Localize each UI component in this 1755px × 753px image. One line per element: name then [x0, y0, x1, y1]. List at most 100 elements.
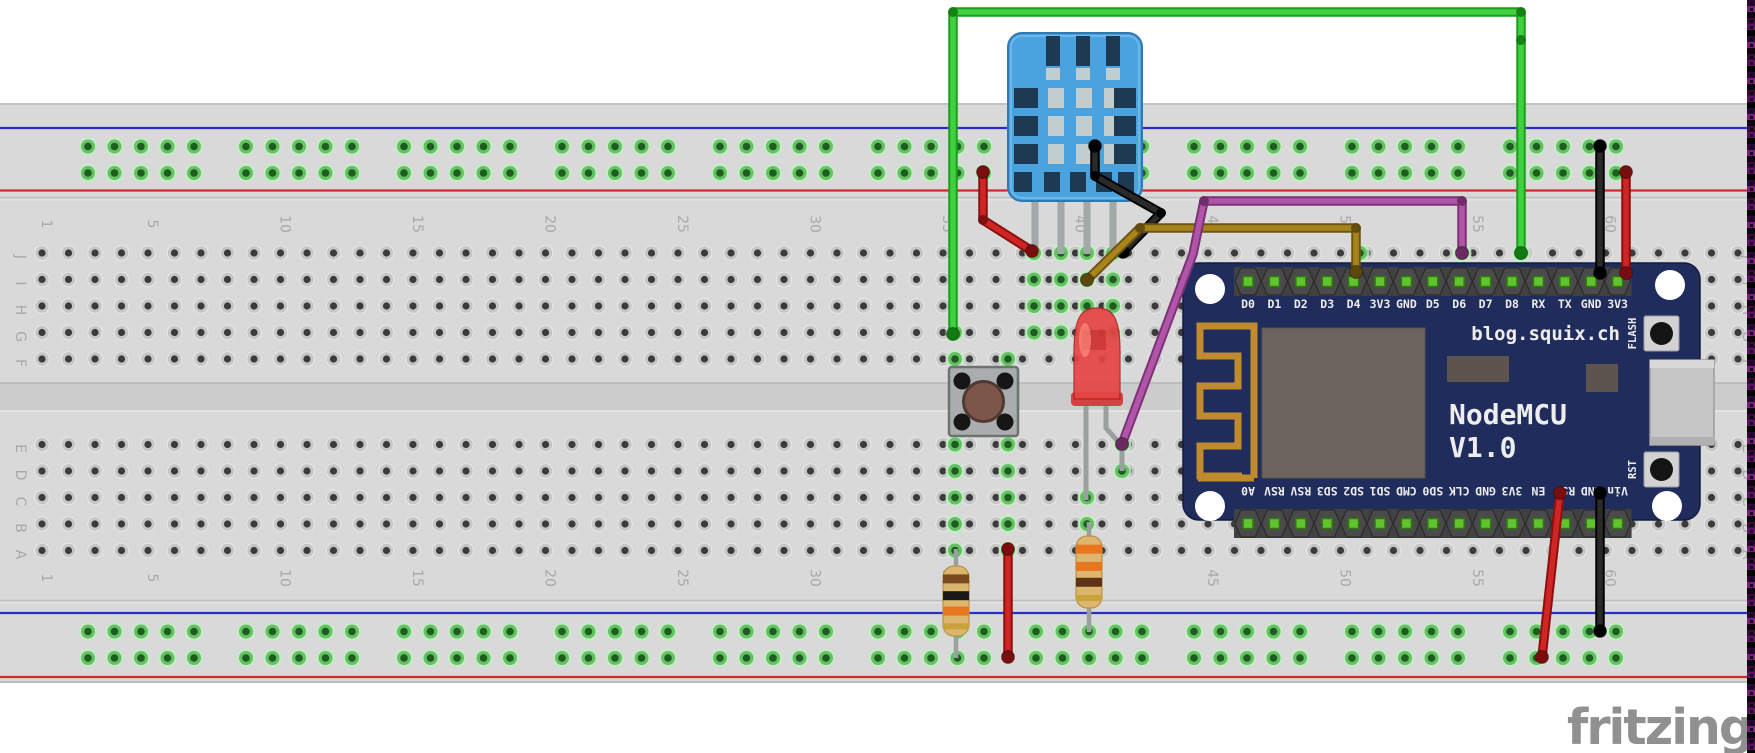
header-pin[interactable]	[1374, 275, 1386, 288]
red-led[interactable]	[1071, 307, 1125, 500]
pin-label: D3	[1320, 297, 1334, 311]
header-pin[interactable]	[1453, 275, 1465, 288]
header-pin[interactable]	[1611, 517, 1624, 530]
header-pin[interactable]	[1400, 517, 1413, 530]
wire-end[interactable]	[1088, 139, 1102, 153]
wire-end[interactable]	[1553, 486, 1567, 500]
usb-connector[interactable]	[1649, 359, 1715, 446]
header-pin[interactable]	[1242, 275, 1254, 288]
wire-black-gnd-top[interactable]	[1593, 139, 1607, 280]
header-pin[interactable]	[1506, 275, 1518, 288]
mount-hole	[1195, 491, 1225, 521]
pushbutton[interactable]	[947, 365, 1020, 438]
pin-label: GND	[1475, 484, 1496, 498]
header-pin[interactable]	[1532, 517, 1545, 530]
resistor-brown-black-orange[interactable]	[942, 549, 970, 658]
breadboard-label: 1	[38, 220, 54, 229]
wire-bendpoint[interactable]	[1516, 35, 1526, 45]
wire-red-button-rail[interactable]	[1001, 542, 1015, 664]
wires[interactable]	[946, 7, 1633, 664]
header-pin[interactable]	[1611, 275, 1624, 288]
header-pin[interactable]	[1427, 517, 1439, 530]
breadboard-label: 20	[542, 569, 558, 587]
header-pin[interactable]	[1295, 275, 1307, 288]
resistor-band	[943, 606, 969, 616]
wire-bendpoint[interactable]	[1199, 196, 1209, 206]
wire-bendpoint[interactable]	[1090, 171, 1100, 181]
components[interactable]	[942, 32, 1143, 658]
wire-end[interactable]	[1535, 650, 1549, 664]
wire-end[interactable]	[1619, 266, 1633, 280]
wire-end[interactable]	[946, 327, 960, 341]
wire-red-vin-rail[interactable]	[1535, 486, 1567, 664]
wire-end[interactable]	[1001, 542, 1015, 556]
wire-end[interactable]	[1349, 265, 1363, 279]
breadboard-label: D	[12, 470, 28, 481]
wire-end[interactable]	[1514, 246, 1528, 260]
wire-end[interactable]	[1115, 437, 1129, 451]
smd-component	[1586, 364, 1618, 392]
wire-end[interactable]	[1593, 486, 1607, 500]
wire-end[interactable]	[1593, 266, 1607, 280]
breadboard-label: 55	[1469, 569, 1485, 587]
header-pin[interactable]	[1479, 275, 1492, 288]
mount-hole	[1652, 491, 1682, 521]
header-pin[interactable]	[1400, 275, 1413, 288]
header-pin[interactable]	[1559, 275, 1571, 288]
wire-red-dht-vcc[interactable]	[976, 165, 1039, 258]
wire-bendpoint[interactable]	[1351, 223, 1361, 233]
flash-button-label: FLASH	[1627, 318, 1639, 350]
resistor-band	[1076, 561, 1102, 571]
wire-bendpoint[interactable]	[1457, 196, 1467, 206]
header-pin[interactable]	[1242, 517, 1254, 530]
resistor-orange-orange-brown[interactable]	[1075, 522, 1103, 632]
wire-end[interactable]	[1593, 139, 1607, 153]
wire-bendpoint[interactable]	[948, 7, 958, 17]
screen-noise-strip	[1747, 750, 1755, 753]
header-pin[interactable]	[1347, 517, 1360, 530]
wire-end[interactable]	[1455, 246, 1469, 260]
header-pin[interactable]	[1268, 517, 1281, 530]
header-pin[interactable]	[1427, 275, 1439, 288]
header-pin[interactable]	[1479, 517, 1492, 530]
wire-end[interactable]	[1593, 624, 1607, 638]
wire-olive-dht-data[interactable]	[1080, 223, 1363, 287]
header-pin[interactable]	[1453, 517, 1465, 530]
pin-label: CMD	[1396, 484, 1417, 498]
breadboard-label: 5	[144, 574, 160, 583]
wire-end[interactable]	[976, 165, 990, 179]
pin-label: D0	[1241, 297, 1255, 311]
header-pin[interactable]	[1532, 275, 1545, 288]
wire-end[interactable]	[1001, 650, 1015, 664]
wire-bendpoint[interactable]	[978, 215, 988, 225]
header-pin[interactable]	[1374, 517, 1386, 530]
wire-green-d8[interactable]	[946, 7, 1528, 341]
dht11-leg	[1031, 196, 1039, 254]
header-pin[interactable]	[1585, 517, 1597, 530]
header-pin[interactable]	[1295, 517, 1307, 530]
breadboard-label: E	[12, 444, 28, 453]
wire-purple-led[interactable]	[1115, 196, 1469, 451]
wire-end[interactable]	[1619, 165, 1633, 179]
dht11-leg	[1109, 196, 1117, 254]
wire-bendpoint[interactable]	[1156, 208, 1166, 218]
wire-end[interactable]	[1080, 273, 1094, 287]
breadboard-label: I	[12, 281, 28, 285]
breadboard-label: 60	[1602, 215, 1618, 233]
breadboard-label: 25	[674, 215, 690, 233]
wire-black-gnd-rail[interactable]	[1593, 486, 1607, 638]
header-pin[interactable]	[1585, 275, 1597, 288]
wire-bendpoint[interactable]	[1135, 223, 1145, 233]
pushbutton-cap[interactable]	[962, 380, 1005, 423]
fritzing-watermark: fritzing	[1567, 699, 1752, 753]
wire-bendpoint[interactable]	[1516, 7, 1526, 17]
wire-end[interactable]	[1025, 244, 1039, 258]
header-pin[interactable]	[1268, 275, 1281, 288]
wire-red-3v3-top[interactable]	[1619, 165, 1633, 280]
breadboard-label: 45	[1204, 569, 1220, 587]
header-pin[interactable]	[1321, 517, 1333, 530]
pin-label: D8	[1505, 297, 1519, 311]
header-pin[interactable]	[1321, 275, 1333, 288]
header-pin[interactable]	[1506, 517, 1518, 530]
